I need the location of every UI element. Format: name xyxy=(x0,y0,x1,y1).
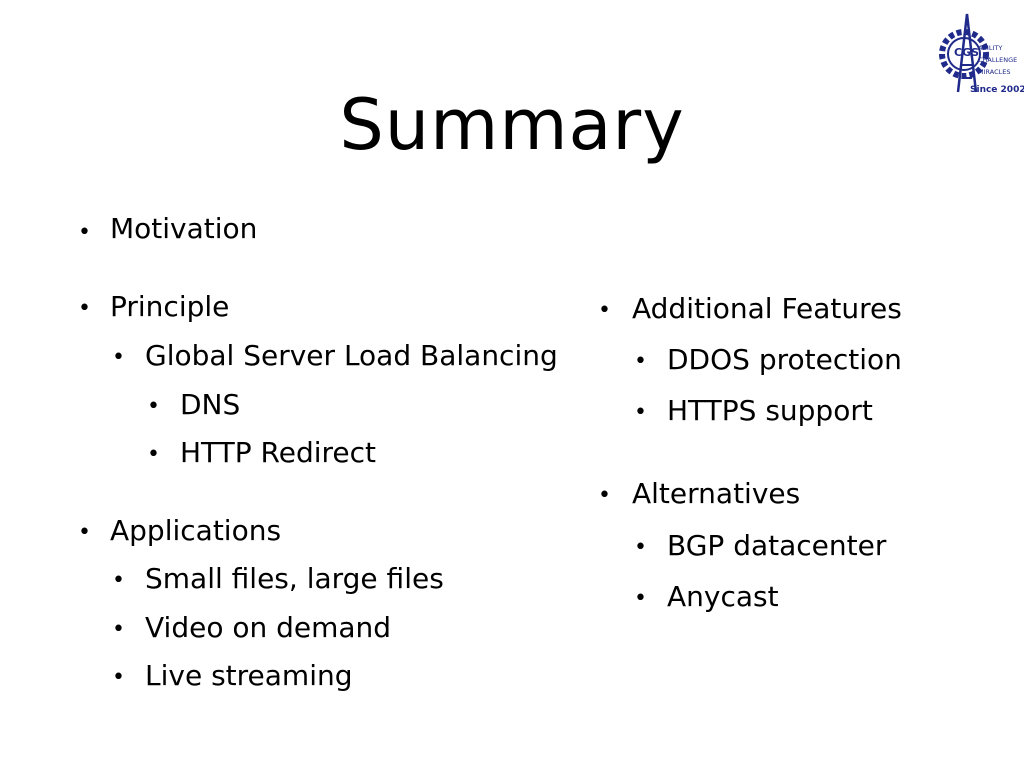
dns-text: DNS xyxy=(180,388,241,421)
bullet-dot: • xyxy=(598,483,611,508)
logo-line1: ABILITY xyxy=(978,44,1002,52)
bullet-dot: • xyxy=(112,665,125,690)
additional-features-text: Additional Features xyxy=(632,292,902,325)
https-text: HTTPS support xyxy=(667,394,873,427)
alternatives-text: Alternatives xyxy=(632,477,801,510)
motivation-text: Motivation xyxy=(110,212,258,245)
bgp-text: BGP datacenter xyxy=(667,529,887,562)
cgs-logo-icon: CGS ABILITY CHALLENGE MIRACLES Since 200… xyxy=(934,10,1024,98)
principle-text: Principle xyxy=(110,290,230,323)
bullet-dot: • xyxy=(78,520,91,545)
small-large-files-text: Small files, large files xyxy=(145,562,444,595)
live-text: Live streaming xyxy=(145,659,353,692)
bullet-dot: • xyxy=(112,568,125,593)
bullet-dot: • xyxy=(598,298,611,323)
logo-line3: MIRACLES xyxy=(978,68,1011,76)
ddos-text: DDOS protection xyxy=(667,343,902,376)
gslb-text: Global Server Load Balancing xyxy=(145,339,558,372)
bullet-dot: • xyxy=(634,400,647,425)
bullet-dot: • xyxy=(634,586,647,611)
logo-letters: CGS xyxy=(954,46,979,59)
anycast-text: Anycast xyxy=(667,580,779,613)
logo-line2: CHALLENGE xyxy=(978,56,1017,64)
applications-text: Applications xyxy=(110,514,282,547)
logo-since: Since 2002 xyxy=(970,85,1024,95)
bullet-dot: • xyxy=(634,349,647,374)
vod-text: Video on demand xyxy=(145,611,392,644)
bullet-dot: • xyxy=(147,442,160,467)
bullet-dot: • xyxy=(112,345,125,370)
bullet-dot: • xyxy=(634,535,647,560)
http-redirect-text: HTTP Redirect xyxy=(180,436,377,469)
bullet-dot: • xyxy=(112,617,125,642)
bullet-dot: • xyxy=(78,296,91,321)
slide-title: Summary xyxy=(339,84,685,166)
bullet-dot: • xyxy=(78,220,91,245)
bullet-dot: • xyxy=(147,394,160,419)
